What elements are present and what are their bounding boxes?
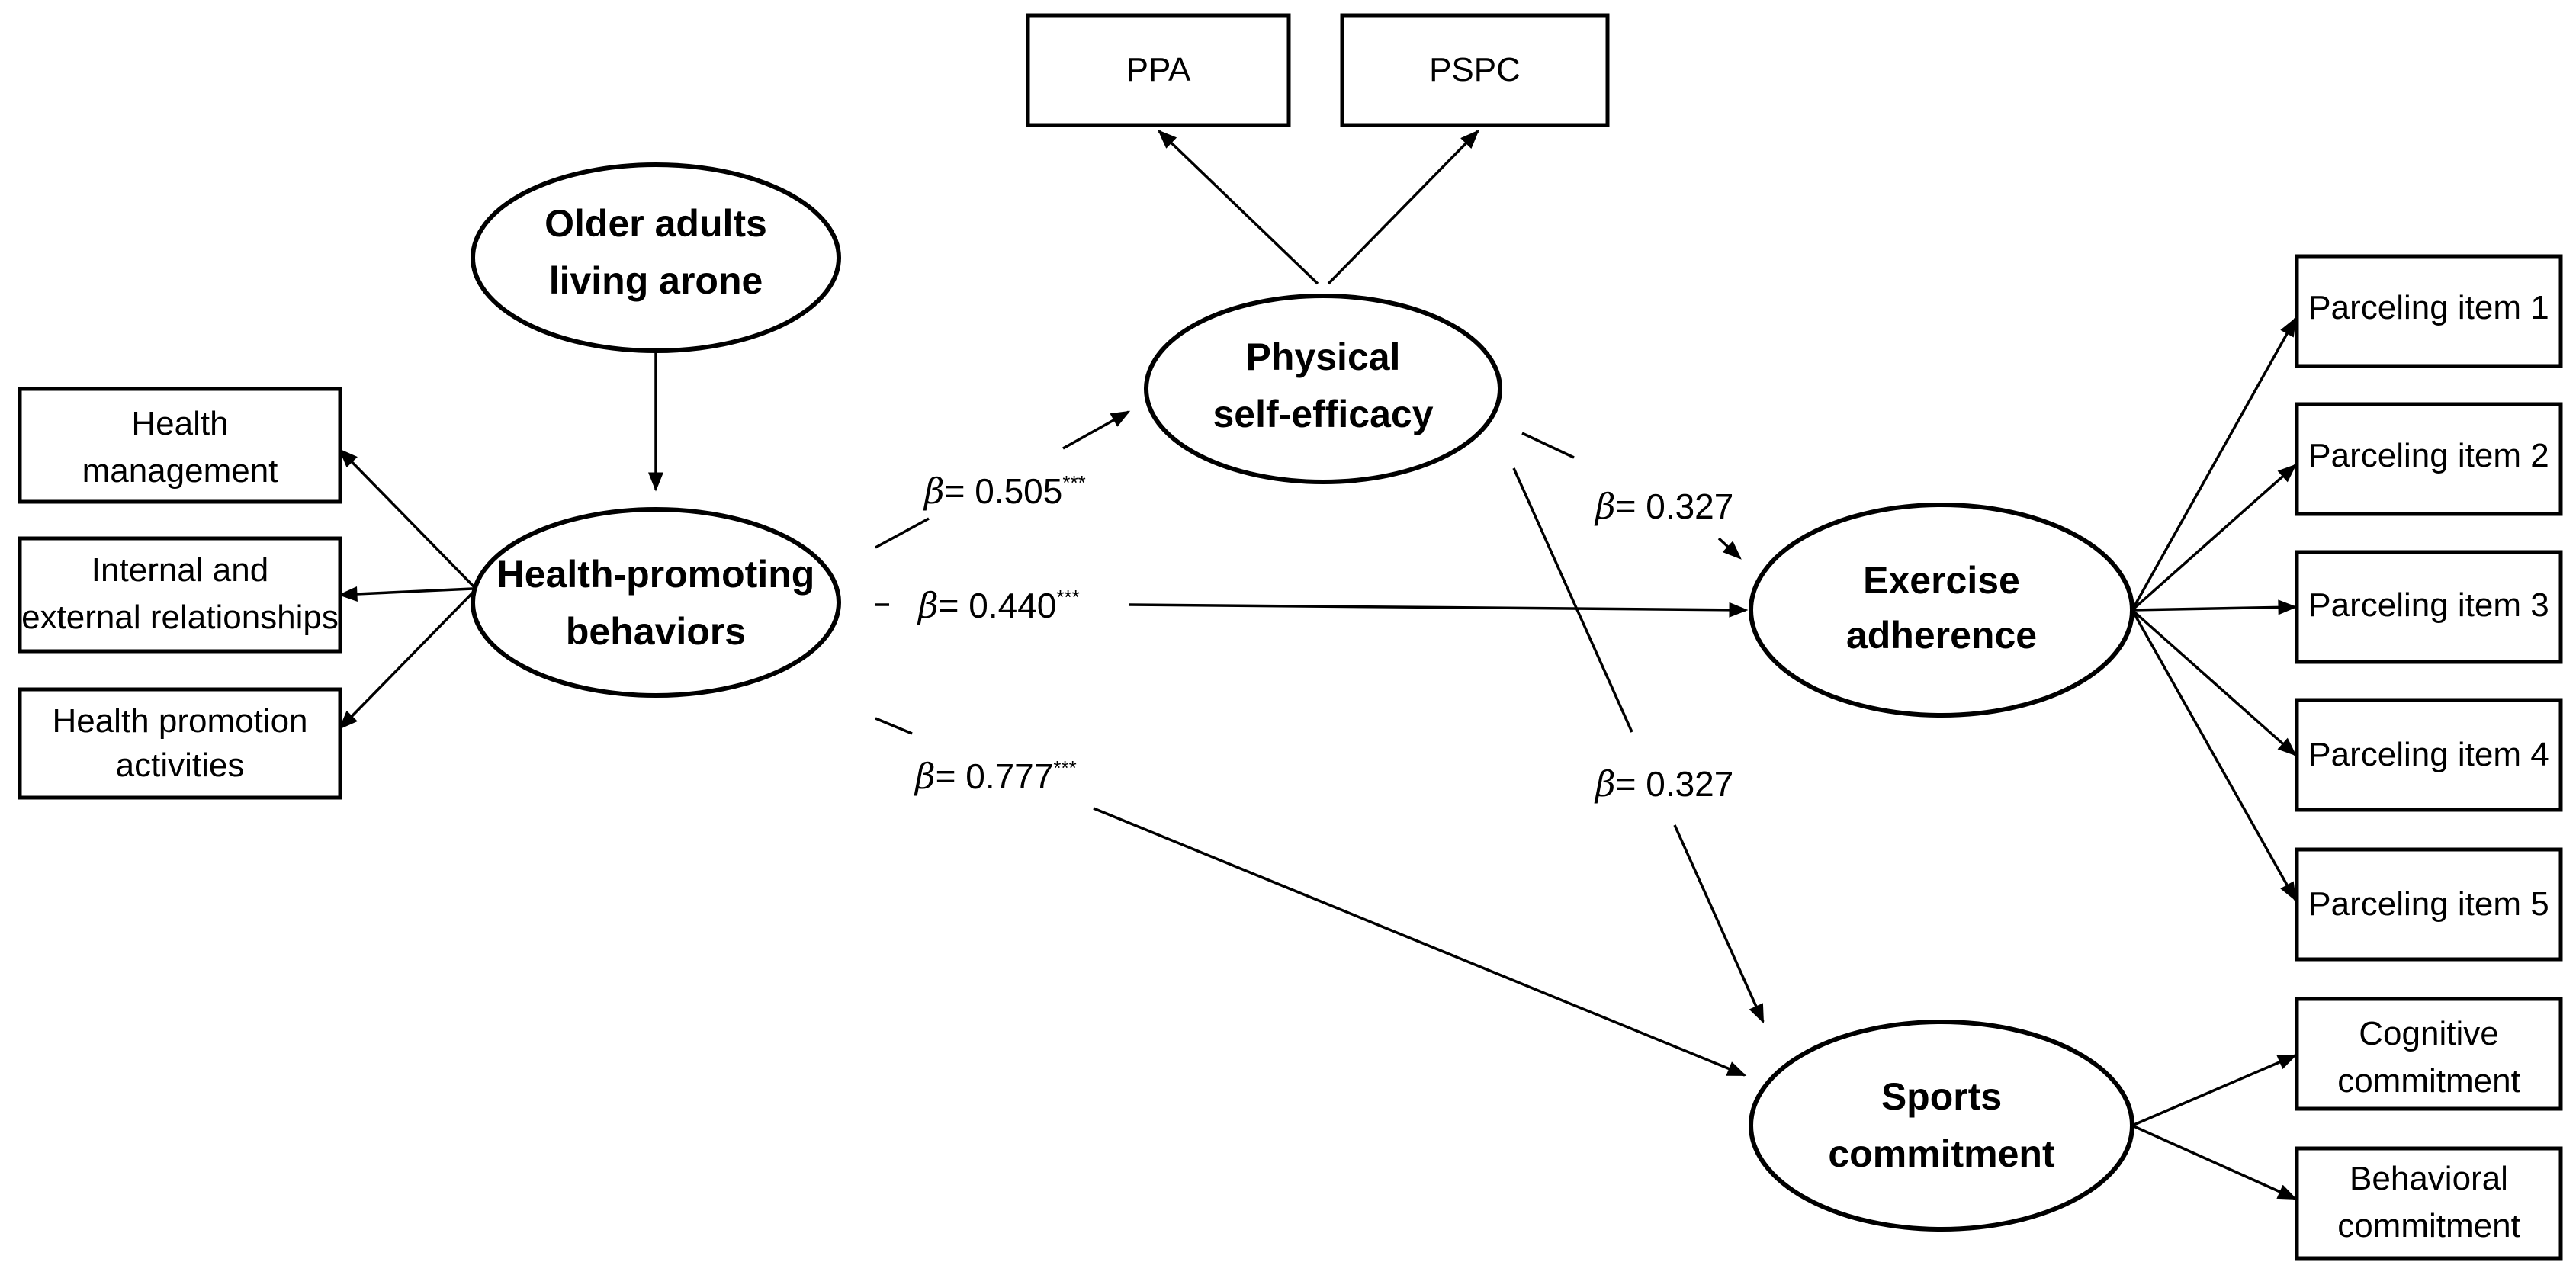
edge-pse-to-sc-part2 bbox=[1673, 824, 1765, 1024]
beta-hpb-to-ea: β= 0.440*** bbox=[917, 585, 1080, 626]
node-sports-commitment: Sports commitment bbox=[1749, 1020, 2134, 1232]
node-parceling-1: Parceling item 1 bbox=[2295, 254, 2563, 368]
node-parceling-1-label: Parceling item 1 bbox=[2308, 289, 2549, 326]
node-cognitive-commitment-line2: commitment bbox=[2337, 1062, 2520, 1100]
node-parceling-3-label: Parceling item 3 bbox=[2308, 586, 2549, 624]
indicator-boxes: PPA PSPC Health management Internal and … bbox=[18, 13, 2563, 1261]
node-ppa: PPA bbox=[1026, 13, 1291, 127]
node-parceling-4-label: Parceling item 4 bbox=[2308, 736, 2549, 773]
node-parceling-5: Parceling item 5 bbox=[2295, 847, 2563, 962]
edges bbox=[338, 130, 2298, 1200]
edge-hpb-to-sc-part2 bbox=[1093, 807, 1747, 1077]
edge-ea-to-parceling-3 bbox=[2131, 599, 2298, 615]
beta-hpb-to-sc-symbol: β bbox=[914, 756, 936, 797]
node-health-promoting-behaviors: Health-promoting behaviors bbox=[471, 507, 841, 698]
edge-pse-to-ppa bbox=[1158, 130, 1319, 285]
node-physical-self-efficacy: Physical self-efficacy bbox=[1144, 294, 1502, 484]
node-health-promotion-activities: Health promotion activities bbox=[18, 687, 342, 800]
node-parceling-2: Parceling item 2 bbox=[2295, 402, 2563, 516]
edge-ea-to-parceling-5 bbox=[2131, 609, 2297, 902]
edge-hpb-to-ea-part2 bbox=[1128, 602, 1749, 618]
edge-pse-to-sc-part1 bbox=[1512, 467, 1633, 733]
node-older-adults: Older adults living arone bbox=[471, 162, 841, 353]
node-health-management-line2: management bbox=[82, 452, 278, 490]
node-parceling-4: Parceling item 4 bbox=[2295, 698, 2563, 812]
edge-ea-to-parceling-2 bbox=[2131, 464, 2297, 612]
node-older-adults-line2: living arone bbox=[549, 259, 763, 302]
node-health-management: Health management bbox=[18, 387, 342, 504]
node-internal-external-line2: external relationships bbox=[21, 599, 339, 636]
beta-hpb-to-ea-symbol: β bbox=[917, 585, 939, 626]
node-internal-external-line1: Internal and bbox=[92, 551, 268, 589]
edge-pse-to-ea-part2 bbox=[1717, 537, 1742, 560]
edge-hpb-to-internal-external bbox=[338, 586, 474, 602]
beta-pse-to-sc-symbol: β bbox=[1594, 763, 1616, 805]
beta-pse-to-ea-value: = 0.327 bbox=[1616, 487, 1734, 526]
node-pspc: PSPC bbox=[1340, 13, 1610, 127]
edge-sc-to-behavioral bbox=[2131, 1124, 2298, 1200]
beta-hpb-to-sc: β= 0.777*** bbox=[914, 756, 1077, 797]
beta-hpb-to-pse-sig: *** bbox=[1062, 471, 1085, 494]
beta-hpb-to-ea-sig: *** bbox=[1056, 586, 1079, 609]
node-pspc-label: PSPC bbox=[1429, 51, 1521, 88]
beta-hpb-to-pse-symbol: β bbox=[923, 470, 945, 512]
node-health-promotion-activities-line1: Health promotion bbox=[52, 702, 307, 740]
node-parceling-5-label: Parceling item 5 bbox=[2308, 885, 2549, 923]
node-internal-external: Internal and external relationships bbox=[18, 536, 342, 654]
node-sports-commitment-line1: Sports bbox=[1881, 1075, 2002, 1118]
latent-ellipses: Older adults living arone Physical self-… bbox=[471, 162, 2134, 1232]
node-exercise-adherence: Exercise adherence bbox=[1749, 503, 2134, 718]
edge-hpb-to-pse-part1 bbox=[875, 517, 930, 549]
edge-pse-to-ea-part1 bbox=[1521, 432, 1575, 459]
beta-hpb-to-sc-value: = 0.777 bbox=[936, 756, 1054, 796]
node-behavioral-commitment: Behavioral commitment bbox=[2295, 1146, 2563, 1261]
node-cognitive-commitment-line1: Cognitive bbox=[2359, 1015, 2498, 1052]
node-parceling-3: Parceling item 3 bbox=[2295, 550, 2563, 664]
node-health-management-line1: Health bbox=[131, 405, 228, 442]
beta-hpb-to-sc-sig: *** bbox=[1053, 756, 1076, 779]
node-behavioral-commitment-line1: Behavioral bbox=[2350, 1160, 2508, 1197]
edge-hpb-to-pse-part2 bbox=[1062, 410, 1131, 450]
node-cognitive-commitment: Cognitive commitment bbox=[2295, 997, 2563, 1111]
beta-hpb-to-pse-value: = 0.505 bbox=[945, 471, 1063, 511]
node-health-promoting-behaviors-line1: Health-promoting bbox=[497, 553, 815, 596]
edge-ea-to-parceling-4 bbox=[2131, 609, 2297, 756]
beta-pse-to-ea-symbol: β bbox=[1594, 486, 1616, 527]
beta-pse-to-ea: β= 0.327 bbox=[1594, 486, 1733, 527]
path-coefficients: β= 0.505*** β= 0.440*** β= 0.777*** β= 0… bbox=[914, 470, 1733, 805]
beta-pse-to-sc: β= 0.327 bbox=[1594, 763, 1733, 805]
beta-pse-to-sc-value: = 0.327 bbox=[1616, 764, 1734, 804]
edge-ea-to-parceling-1 bbox=[2131, 316, 2297, 611]
edge-hpb-to-sc-part1 bbox=[875, 717, 913, 735]
edge-hpb-to-health-management bbox=[339, 448, 476, 589]
node-parceling-2-label: Parceling item 2 bbox=[2308, 437, 2549, 474]
node-behavioral-commitment-line2: commitment bbox=[2337, 1207, 2520, 1244]
edge-pse-to-pspc bbox=[1327, 130, 1479, 285]
node-exercise-adherence-line1: Exercise bbox=[1863, 559, 2020, 602]
beta-hpb-to-ea-value: = 0.440 bbox=[939, 586, 1057, 625]
node-physical-self-efficacy-line1: Physical bbox=[1246, 336, 1401, 378]
edge-hpb-to-health-promotion-activities bbox=[339, 589, 476, 730]
node-sports-commitment-line2: commitment bbox=[1828, 1132, 2055, 1175]
node-health-promoting-behaviors-line2: behaviors bbox=[566, 610, 746, 653]
node-exercise-adherence-line2: adherence bbox=[1846, 614, 2037, 657]
node-ppa-label: PPA bbox=[1126, 51, 1191, 88]
node-older-adults-line1: Older adults bbox=[544, 202, 767, 245]
node-physical-self-efficacy-line2: self-efficacy bbox=[1213, 393, 1433, 435]
node-health-promotion-activities-line2: activities bbox=[116, 747, 245, 784]
edge-sc-to-cognitive bbox=[2131, 1054, 2298, 1127]
beta-hpb-to-pse: β= 0.505*** bbox=[923, 470, 1086, 512]
